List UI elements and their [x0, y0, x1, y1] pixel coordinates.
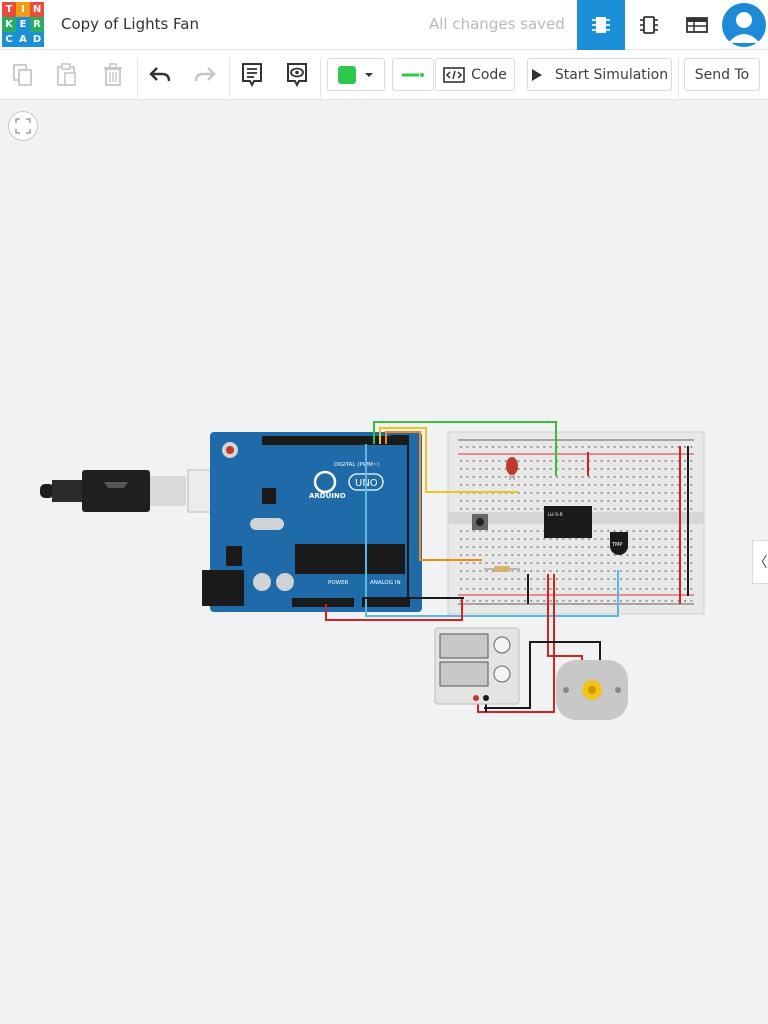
dc-motor[interactable]: [556, 660, 628, 720]
code-label: Code: [471, 66, 507, 83]
component-list-icon: [686, 17, 708, 33]
redo-icon: [194, 67, 216, 82]
power-label: POWER: [328, 580, 349, 586]
note-icon: [242, 63, 262, 88]
fit-view-button[interactable]: [8, 111, 38, 141]
logo-letter: C: [2, 32, 16, 47]
digital-label: DIGITAL (PWM~): [334, 462, 380, 468]
logo-letter: T: [2, 2, 16, 17]
resistor[interactable]: [484, 566, 520, 572]
chevron-down-icon: [365, 72, 373, 77]
send-to-button[interactable]: Send To: [684, 58, 760, 91]
trash-icon: [104, 63, 122, 86]
delete-button[interactable]: [96, 58, 130, 92]
chevron-left-icon: 〈: [753, 555, 768, 571]
arduino-uno-board[interactable]: ARDUINO UNO DIGITAL (PWM~) POWER ANALOG …: [202, 432, 422, 612]
component-list-button[interactable]: [673, 0, 721, 50]
usb-cable[interactable]: [40, 469, 241, 513]
paste-icon: [57, 63, 76, 86]
eye-note-icon: [287, 63, 307, 88]
user-avatar[interactable]: [722, 3, 766, 47]
logo-letter: E: [16, 17, 30, 32]
component-panel-toggle[interactable]: 〈: [752, 540, 768, 584]
relay-label: LU-5-R: [548, 512, 563, 518]
save-status: All changes saved: [429, 15, 565, 33]
user-icon: [728, 12, 760, 43]
analog-label: ANALOG IN: [370, 580, 401, 586]
schematic-view-icon: [640, 16, 658, 34]
start-simulation-label: Start Simulation: [554, 66, 669, 83]
logo-letter: D: [30, 32, 44, 47]
tinkercad-logo[interactable]: T I N K E R C A D: [2, 2, 44, 47]
paste-button[interactable]: [50, 58, 84, 92]
toolbar-divider: [320, 58, 321, 98]
circuit-view-button[interactable]: [577, 0, 625, 50]
code-button[interactable]: Code: [435, 58, 515, 91]
copy-button[interactable]: [6, 58, 40, 92]
top-bar: T I N K E R C A D Copy of Lights Fan All…: [0, 0, 768, 50]
undo-icon: [149, 67, 171, 82]
temperature-sensor[interactable]: TMP: [610, 532, 628, 555]
edit-toolbar: Code Start Simulation Send To: [0, 50, 768, 138]
fit-view-icon: [15, 118, 31, 134]
wires[interactable]: [325, 421, 689, 713]
wire-type-icon: [402, 72, 424, 77]
design-title[interactable]: Copy of Lights Fan: [61, 15, 200, 33]
notes-button[interactable]: [235, 58, 269, 92]
wire-color-dropdown[interactable]: [327, 58, 385, 91]
send-to-label: Send To: [694, 66, 750, 83]
logo-letter: A: [16, 32, 30, 47]
toolbar-divider: [678, 58, 679, 98]
logo-letter: K: [2, 17, 16, 32]
power-supply[interactable]: [434, 627, 520, 705]
start-simulation-button[interactable]: Start Simulation: [527, 58, 672, 91]
toolbar-divider: [137, 58, 138, 98]
toggle-notes-visibility-button[interactable]: [280, 58, 314, 92]
push-button[interactable]: [472, 514, 488, 530]
schematic-view-button[interactable]: [625, 0, 673, 50]
wire-type-dropdown[interactable]: [392, 58, 434, 91]
play-icon: [531, 68, 542, 81]
logo-letter: N: [30, 2, 44, 17]
led[interactable]: [506, 457, 518, 480]
copy-icon: [13, 64, 32, 86]
sensor-label: TMP: [611, 542, 622, 548]
arduino-label: ARDUINO: [309, 492, 346, 500]
breadboard[interactable]: [447, 431, 705, 615]
code-icon: [443, 66, 465, 83]
relay[interactable]: LU-5-R: [544, 506, 592, 538]
wire-color-swatch: [338, 65, 356, 84]
undo-button[interactable]: [143, 58, 177, 92]
redo-button[interactable]: [188, 58, 222, 92]
logo-letter: I: [16, 2, 30, 17]
toolbar-divider: [229, 58, 230, 98]
circuit-view-icon: [592, 17, 610, 33]
logo-letter: R: [30, 17, 44, 32]
